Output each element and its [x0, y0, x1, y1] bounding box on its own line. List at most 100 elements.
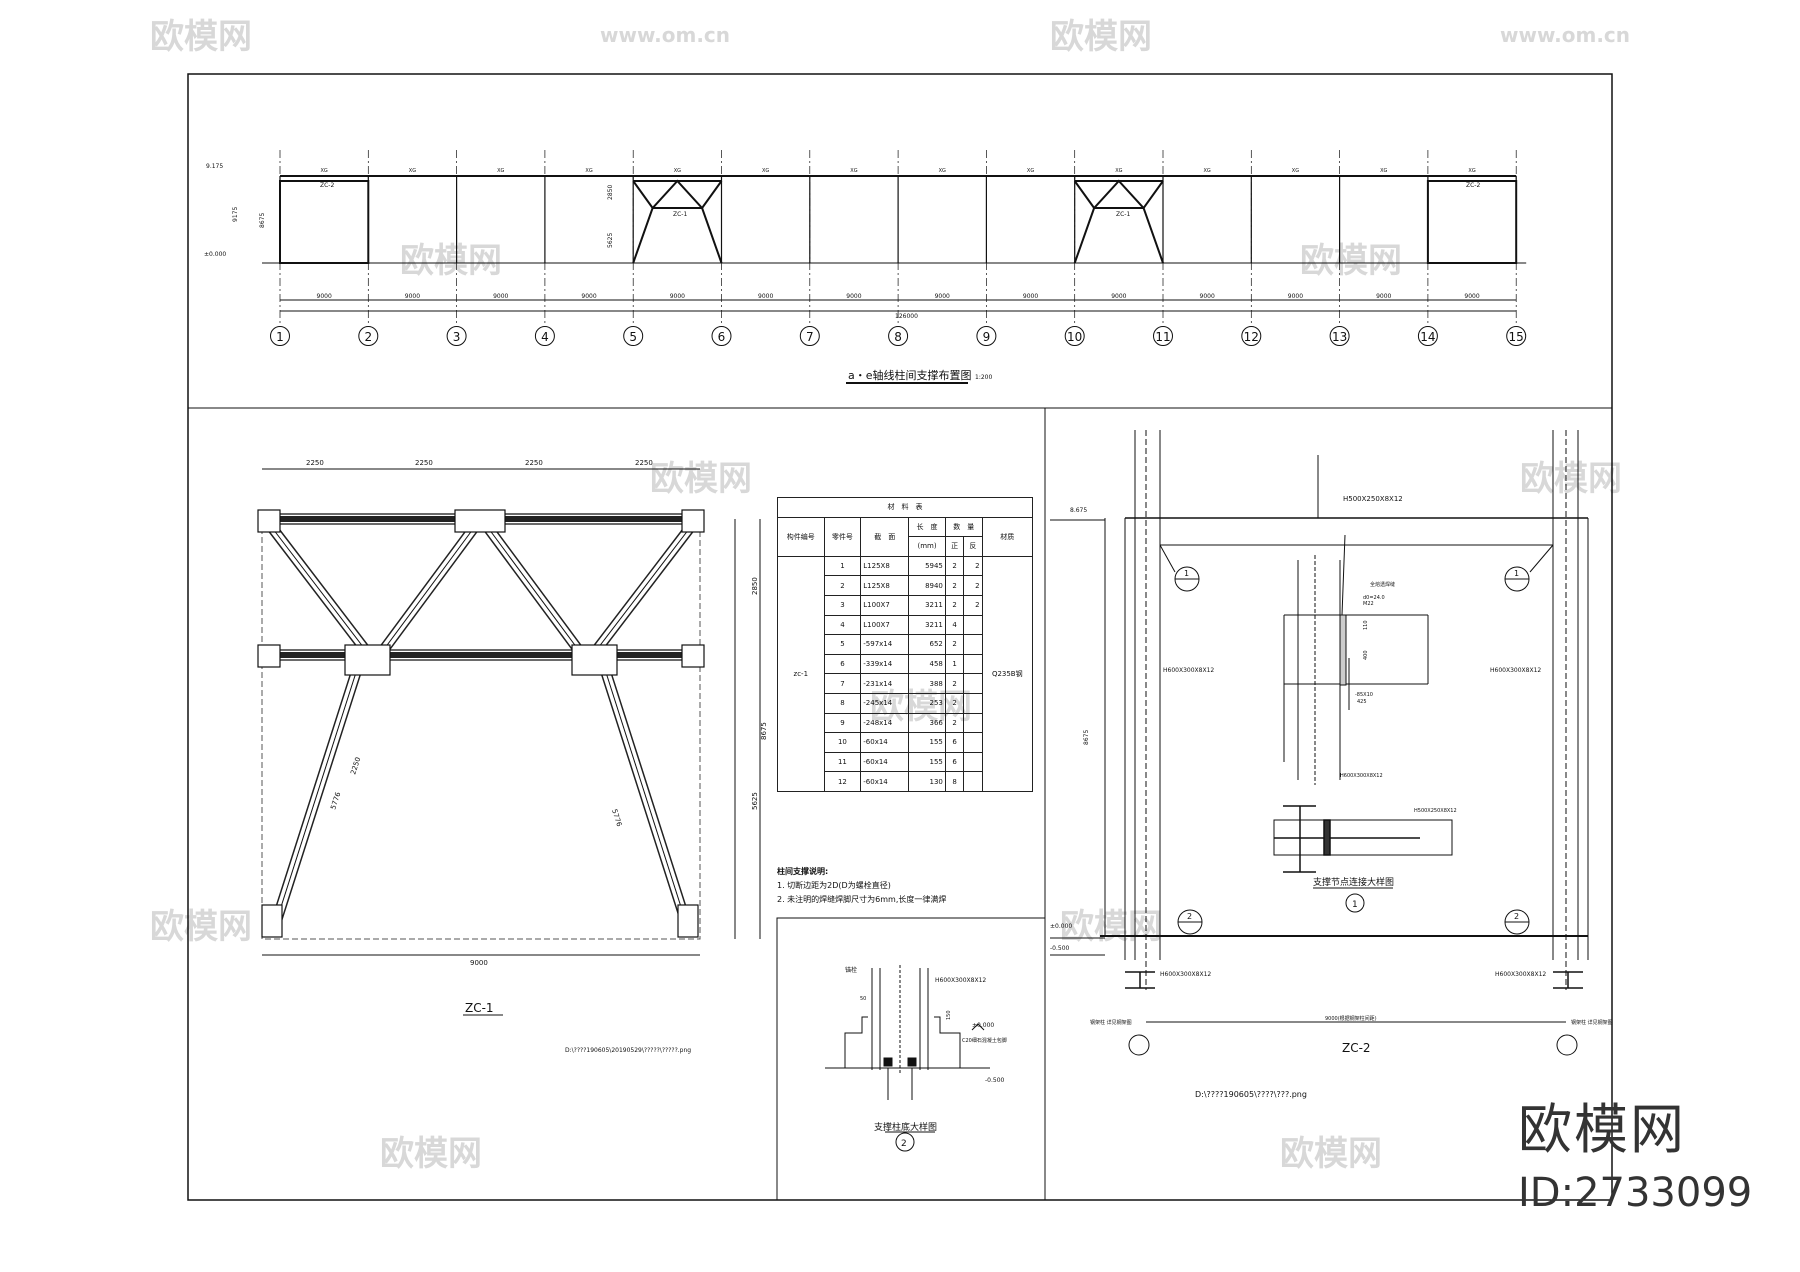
table-cell: 2	[944, 634, 965, 655]
bay-dim: 9000	[581, 293, 596, 300]
joint-detail-title: 支撑节点连接大样图	[1313, 876, 1394, 888]
watermark-brand: 欧模网	[1520, 459, 1622, 499]
joint-weld: 全熔透焊缝	[1370, 581, 1395, 588]
table-cell	[963, 771, 983, 792]
bay-dim: 9000	[1200, 293, 1215, 300]
axis-bubble	[534, 326, 555, 346]
watermark-brand: 欧模网	[380, 1134, 482, 1174]
beam-label: XG	[1468, 168, 1475, 174]
table-cell: 2	[944, 712, 965, 734]
table-cell: 253	[908, 692, 946, 714]
table-cell: (mm)	[908, 536, 946, 557]
brace-label-zc2: ZC-2	[320, 182, 334, 189]
watermark-url: www.om.cn	[1500, 23, 1630, 47]
table-cell	[963, 614, 983, 636]
table-cell: -597x14	[860, 634, 910, 655]
zc2-width-dim: 9000(根据钢架柱间距)	[1325, 1015, 1377, 1022]
table-cell: -231x14	[860, 673, 910, 694]
table-cell: -245x14	[860, 692, 910, 714]
table-cell: 9	[823, 712, 862, 734]
table-cell: 10	[823, 732, 862, 753]
zc2-column-label: H600X300X8X12	[1163, 667, 1214, 674]
axis-label: 2	[364, 330, 372, 344]
bay-dim: 9000	[1023, 293, 1038, 300]
bay-dim: 9000	[935, 293, 950, 300]
beam-label: XG	[1380, 168, 1387, 174]
watermark-brand: 欧模网	[1060, 907, 1162, 947]
axis-label: 1	[276, 330, 284, 344]
table-cell: 8	[823, 692, 862, 714]
table-cell: 155	[908, 751, 946, 773]
beam-label: XG	[1027, 168, 1034, 174]
note-item: 1. 切断边距为2D(D为螺栓直径)	[777, 881, 891, 890]
beam-label: XG	[409, 168, 416, 174]
axis-label: 4	[541, 330, 549, 344]
dim-total-height: 9175	[232, 207, 239, 222]
zc2-height-dim: 8675	[1083, 730, 1090, 745]
table-cell: L100X7	[860, 614, 910, 636]
table-title-row: 材 料 表	[777, 497, 1033, 518]
bay-dim: 9000	[405, 293, 420, 300]
base-column-label: H600X300X8X12	[935, 977, 986, 984]
level-top: 9.175	[206, 163, 223, 170]
zc2-level-neg: -0.500	[1050, 945, 1070, 952]
table-cell: L100X7	[860, 594, 910, 616]
table-cell: 4	[944, 614, 965, 636]
table-cell: 反	[963, 536, 983, 557]
axis-label: 10	[1067, 330, 1082, 344]
brace-label-zc1: ZC-1	[1116, 211, 1130, 218]
callout-1: 1	[1184, 569, 1189, 578]
table-cell: 2	[963, 575, 983, 596]
joint-plate: -85X10	[1355, 692, 1373, 698]
base-level-neg: -0.500	[985, 1077, 1005, 1084]
table-cell: 3211	[908, 614, 946, 636]
watermark-brand: 欧模网	[150, 907, 252, 947]
axis-bubble	[1064, 326, 1085, 346]
watermark-brand: 欧模网	[400, 241, 502, 281]
table-cell: 2	[823, 575, 862, 596]
joint-beam-label: H500X250X8X12	[1414, 808, 1457, 814]
beam-label: XG	[320, 168, 327, 174]
brace-zc1-leg	[701, 207, 723, 264]
axis-bubble	[623, 326, 644, 346]
table-cell: 截 面	[860, 516, 910, 557]
table-cell: 3	[823, 594, 862, 616]
table-cell: 5	[823, 634, 862, 655]
table-cell	[963, 673, 983, 694]
table-cell: 2	[963, 555, 983, 577]
zc2-column-section: H600X300X8X12	[1160, 971, 1211, 978]
dim-upper: 2850	[607, 185, 614, 200]
base-anchor-label: 锚栓	[845, 966, 857, 974]
axis-bubble	[1417, 326, 1438, 346]
table-cell: L125X8	[860, 575, 910, 596]
table-cell: 构件编号	[777, 516, 825, 557]
table-cell: -60x14	[860, 771, 910, 792]
dim-lower: 5625	[607, 233, 614, 248]
brace-label-zc1: ZC-1	[673, 211, 687, 218]
beam-label: XG	[1292, 168, 1299, 174]
bay-dim: 9000	[317, 293, 332, 300]
zc1-width-dim: 9000	[470, 959, 488, 967]
zc2-column-section: H600X300X8X12	[1495, 971, 1546, 978]
axis-bubble	[1329, 326, 1350, 346]
table-cell: 3211	[908, 594, 946, 616]
callout-2: 2	[1514, 912, 1519, 921]
table-cell	[963, 732, 983, 753]
zc2-column-label: H600X300X8X12	[1490, 667, 1541, 674]
zc1-height-dim: 5625	[751, 792, 759, 810]
watermark-brand: 欧模网	[1280, 1134, 1382, 1174]
brace-zc2	[1426, 180, 1518, 264]
table-cell: 材质	[981, 516, 1034, 557]
table-cell: L125X8	[860, 555, 910, 577]
table-cell: 2	[944, 575, 965, 596]
brace-zc2	[279, 180, 370, 264]
table-cell: 388	[908, 673, 946, 694]
bay-dim: 9000	[1111, 293, 1126, 300]
table-cell: 2	[944, 673, 965, 694]
zc1-diag-dim: 5776	[610, 808, 623, 828]
